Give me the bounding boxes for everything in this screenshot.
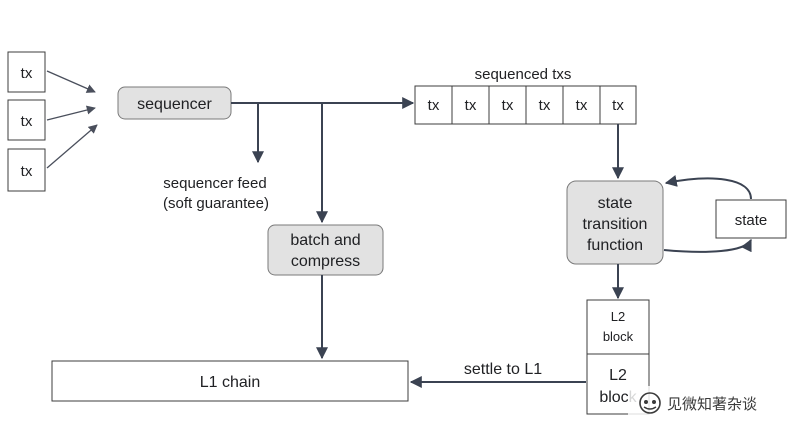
state-transition-function-node: state transition function — [566, 180, 664, 265]
sequenced-tx-4: tx — [539, 97, 551, 114]
input-tx-3-label: tx — [21, 163, 33, 180]
sequencer-label: sequencer — [137, 96, 212, 113]
stf-line-1: state — [598, 195, 633, 212]
stf-line-3: function — [587, 237, 643, 254]
state-node: state — [715, 199, 787, 239]
input-tx-2-label: tx — [21, 113, 33, 130]
stf-line-2: transition — [583, 216, 648, 233]
input-tx-1: tx — [7, 51, 46, 93]
batch-line-2: compress — [291, 253, 360, 270]
l1-chain-label: L1 chain — [200, 374, 261, 391]
input-tx-1-label: tx — [21, 65, 33, 82]
arrow-tx1-to-sequencer — [46, 70, 96, 93]
watermark-text: 见微知著杂谈 — [667, 395, 757, 413]
l2-block-1-line-1: L2 — [611, 309, 625, 324]
input-tx-3: tx — [7, 148, 46, 192]
l2-block-2-line-1: L2 — [609, 367, 627, 384]
arrow-state-to-stf — [664, 175, 752, 200]
wechat-channel-icon — [639, 392, 661, 414]
l1-chain-node: L1 chain — [51, 360, 409, 402]
batch-and-compress-node: batch and compress — [267, 224, 384, 276]
sequencer-feed-label: sequencer feed — [163, 175, 266, 192]
arrow-tx3-to-sequencer — [46, 124, 98, 169]
input-tx-2: tx — [7, 99, 46, 141]
sequenced-tx-3: tx — [502, 97, 514, 114]
sequenced-txs-title: sequenced txs — [475, 66, 572, 83]
soft-guarantee-label: (soft guarantee) — [163, 195, 269, 212]
sequenced-txs-row: tx tx tx tx tx tx — [414, 85, 637, 125]
sequenced-tx-6: tx — [612, 97, 624, 114]
state-label: state — [735, 212, 768, 229]
l2-block-2: L2 block — [586, 353, 650, 415]
watermark: 见微知著杂谈 — [628, 386, 804, 418]
l2-block-1-line-2: block — [603, 329, 634, 344]
sequenced-tx-2: tx — [465, 97, 477, 114]
sequenced-tx-5: tx — [576, 97, 588, 114]
arrow-stf-to-state — [663, 238, 752, 253]
sequenced-tx-1: tx — [428, 97, 440, 114]
l2-block-1: L2 block — [586, 299, 650, 355]
sequencer-node: sequencer — [117, 86, 232, 120]
arrow-tx2-to-sequencer — [46, 105, 96, 121]
settle-to-l1-label: settle to L1 — [464, 361, 542, 378]
batch-line-1: batch and — [290, 232, 360, 249]
